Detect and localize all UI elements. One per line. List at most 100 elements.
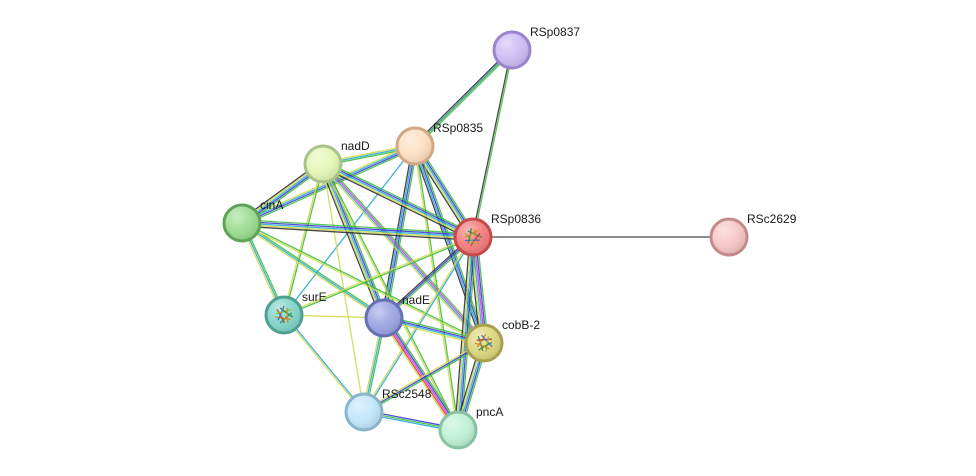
edge-line-yellow (282, 315, 364, 413)
edge-line-yellow (241, 223, 473, 240)
node-label: nadD (341, 139, 370, 153)
node-RSc2548[interactable]: RSc2548 (344, 387, 432, 432)
edge-line-green (384, 237, 475, 320)
node-label: RSp0837 (530, 25, 580, 39)
edge-line-green (284, 164, 325, 316)
edge-RSp0836-surE[interactable] (283, 235, 474, 317)
edge-line-dark (321, 166, 472, 241)
node-highlight (456, 220, 490, 254)
edge-RSp0837-RSp0836[interactable] (471, 49, 514, 238)
edge-nadE-pncA[interactable] (380, 315, 462, 433)
edge-surE-RSc2548[interactable] (282, 314, 366, 413)
edge-line-cyan (284, 314, 366, 412)
node-label: cinA (260, 198, 283, 212)
edge-line-blue (415, 145, 486, 343)
edge-line-cyan (241, 222, 474, 238)
edge-line-yellow (283, 235, 473, 315)
protein-structure-icon (275, 305, 294, 324)
edge-nadD-RSp0836[interactable] (321, 160, 475, 241)
edges-layer (239, 48, 729, 433)
edge-line-green (364, 343, 486, 414)
edge-line-blue (384, 316, 460, 430)
edge-line-blue (323, 161, 474, 237)
node-nadD[interactable]: nadD (303, 139, 370, 184)
edge-line-green (242, 147, 417, 226)
protein-structure-icon (474, 333, 493, 352)
node-highlight (441, 413, 475, 447)
edge-line-green (284, 237, 474, 317)
node-highlight (467, 326, 501, 360)
edge-line-blue (242, 220, 474, 237)
edge-RSp0837-RSp0835[interactable] (413, 48, 514, 148)
node-label: RSc2629 (747, 212, 797, 226)
edge-line-yellow (320, 164, 384, 319)
edge-line-cyan (322, 163, 474, 238)
node-highlight (398, 129, 432, 163)
edge-line-green (324, 160, 475, 235)
edge-line-dark (319, 164, 382, 320)
node-label: nadE (402, 293, 430, 307)
edge-line-yellow (380, 319, 456, 433)
node-RSp0835[interactable]: RSp0835 (395, 121, 483, 166)
node-label: pncA (476, 405, 503, 419)
edge-RSp0836-nadE[interactable] (382, 235, 475, 320)
edge-line-red (382, 318, 458, 432)
edge-line-cyan (241, 144, 415, 223)
edge-line-green (386, 315, 462, 429)
edge-line-magenta (383, 317, 459, 431)
edge-line-green (242, 221, 485, 343)
edge-line-blue (242, 146, 416, 225)
node-RSp0837[interactable]: RSp0837 (492, 25, 580, 70)
node-label: surE (302, 290, 327, 304)
node-label: RSp0835 (433, 121, 483, 135)
edge-line-dark (471, 49, 512, 237)
edge-line-yellow (320, 165, 483, 346)
edge-line-cyan (413, 146, 484, 344)
edge-line-green (324, 161, 487, 342)
edge-line-yellow (322, 164, 473, 240)
edge-line-yellow (240, 223, 384, 320)
edge-line-yellow (322, 163, 365, 413)
edge-line-yellow (455, 236, 473, 430)
edge-line-teal (414, 49, 513, 147)
edge-cinA-RSp0836[interactable] (241, 219, 474, 241)
node-RSc2629[interactable]: RSc2629 (709, 212, 797, 257)
edge-line-blue (383, 236, 474, 319)
edge-cinA-nadE[interactable] (240, 221, 386, 320)
node-highlight (367, 301, 401, 335)
edge-nadD-RSc2548[interactable] (322, 163, 365, 413)
edge-line-green (416, 144, 487, 343)
edge-nadD-surE[interactable] (282, 163, 325, 316)
edge-line-magenta (323, 163, 486, 343)
node-nadE[interactable]: nadE (364, 293, 430, 338)
node-highlight (495, 33, 529, 67)
node-surE[interactable]: surE (264, 290, 327, 335)
node-highlight (347, 395, 381, 429)
node-pncA[interactable]: pncA (438, 405, 503, 450)
protein-structure-icon (464, 228, 483, 247)
node-label: cobB-2 (502, 318, 540, 332)
node-RSp0836[interactable]: RSp0836 (453, 212, 541, 257)
edge-line-yellow (362, 341, 484, 412)
node-highlight (306, 147, 340, 181)
edge-line-dark (382, 235, 473, 318)
node-highlight (712, 220, 746, 254)
node-label: RSp0836 (491, 212, 541, 226)
edge-cobB-2-RSc2548[interactable] (362, 341, 486, 414)
edge-line-dark (241, 225, 473, 241)
edge-line-green (242, 221, 386, 318)
edge-RSp0835-cobB-2[interactable] (412, 144, 487, 345)
edge-line-green (415, 50, 514, 148)
edge-line-yellow (282, 163, 323, 315)
edge-line-green (242, 219, 474, 235)
edge-line-cyan (457, 236, 474, 431)
edge-line-blue (363, 342, 485, 413)
edge-line-green (473, 50, 514, 238)
edge-nadD-cobB-2[interactable] (320, 161, 487, 346)
node-cobB-2[interactable]: cobB-2 (464, 318, 540, 363)
node-cinA[interactable]: cinA (222, 198, 283, 243)
edge-line-cyan (241, 222, 385, 319)
edge-line-cyan (322, 163, 385, 319)
